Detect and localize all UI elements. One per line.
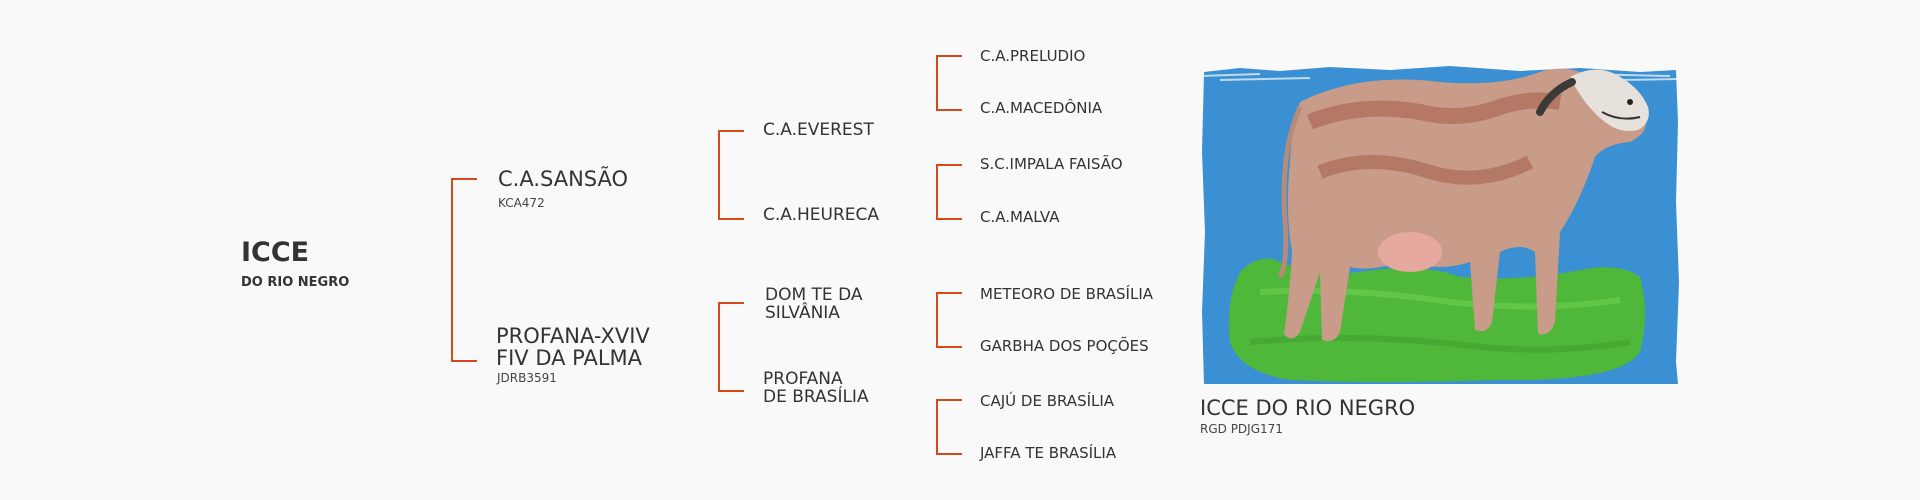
great-grandparent: C.A.PRELUDIO — [980, 47, 1086, 65]
photo-registration: RGD PDJG171 — [1200, 422, 1283, 436]
great-grandparent: C.A.MACEDÔNIA — [980, 99, 1103, 117]
ggp-bracket-4 — [936, 399, 962, 455]
grandparent-dam-dam-line2: DE BRASÍLIA — [763, 387, 869, 407]
parents-bracket — [451, 178, 477, 362]
subject-suffix: DO RIO NEGRO — [241, 275, 350, 290]
ggp-bracket-2 — [936, 164, 962, 220]
sire-name: C.A.SANSÃO — [498, 167, 629, 191]
cow-photo — [1200, 66, 1679, 384]
grandparent-dam-dam-line1: PROFANA — [763, 369, 843, 389]
great-grandparent: GARBHA DOS POÇÕES — [980, 337, 1149, 355]
dam-parents-bracket — [718, 302, 744, 392]
photo-caption: ICCE DO RIO NEGRO — [1200, 396, 1416, 420]
grandparent-sire-dam: C.A.HEURECA — [763, 205, 880, 225]
subject-name: ICCE — [241, 237, 310, 268]
grandparent-sire-sire: C.A.EVEREST — [763, 120, 874, 140]
ggp-bracket-3 — [936, 292, 962, 348]
great-grandparent: CAJÚ DE BRASÍLIA — [980, 392, 1115, 410]
ggp-bracket-1 — [936, 55, 962, 111]
grandparent-dam-sire-line2: SILVÂNIA — [765, 303, 840, 323]
sire-registration: KCA472 — [498, 196, 545, 210]
dam-registration: JDRB3591 — [497, 371, 557, 385]
great-grandparent: METEORO DE BRASÍLIA — [980, 285, 1154, 303]
dam-name-line2: FIV DA PALMA — [496, 346, 643, 370]
great-grandparent: S.C.IMPALA FAISÃO — [980, 155, 1123, 173]
great-grandparent: JAFFA TE BRASÍLIA — [980, 444, 1117, 462]
grandparent-dam-sire-line1: DOM TE DA — [765, 285, 863, 305]
great-grandparent: C.A.MALVA — [980, 208, 1060, 226]
dam-name-line1: PROFANA-XVIV — [496, 324, 650, 348]
sire-parents-bracket — [718, 130, 744, 220]
